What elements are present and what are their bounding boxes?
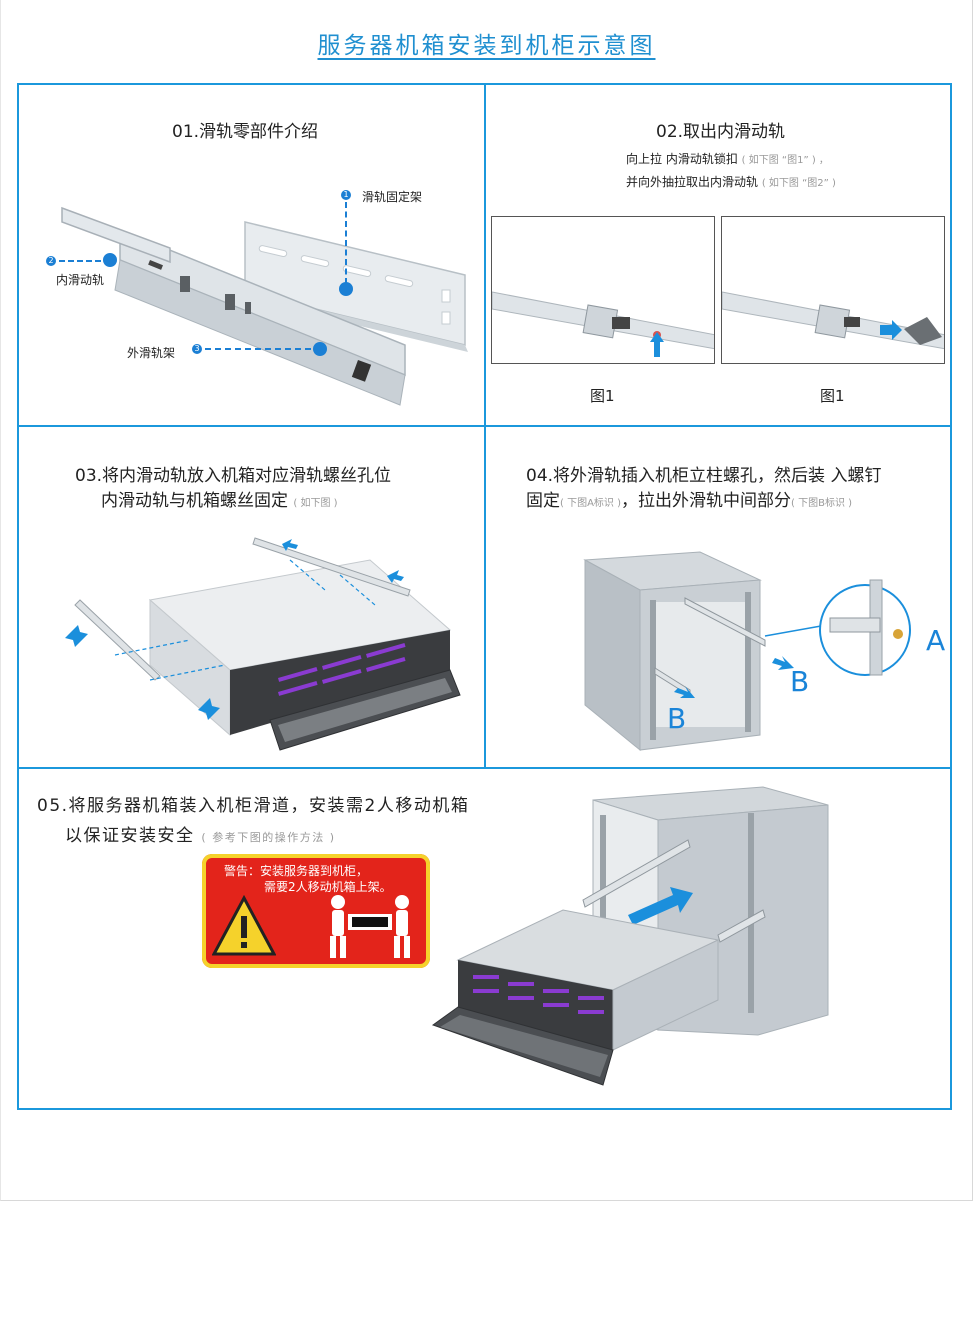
step-04-title-line2: 固定( 下图A标识 )，拉出外滑轨中间部分( 下图B标识 ) — [526, 486, 852, 511]
figure-1-caption: 图1 — [590, 387, 615, 405]
callout-1-dot — [339, 282, 353, 296]
step-02-line1: 向上拉 内滑动轨锁扣 ( 如下图 “图1” ) ， — [626, 150, 829, 167]
step-05-line2-note: ( 参考下图的操作方法 ) — [201, 831, 336, 844]
photo-figure-1 — [491, 216, 715, 364]
photo-figure-2 — [721, 216, 945, 364]
warning-sign: 警告：安装服务器到机柜， 需要2人移动机箱上架。 — [202, 854, 430, 968]
server-into-cabinet-illustration — [431, 786, 829, 1086]
chassis-rail-illustration — [65, 537, 461, 751]
callout-1-marker: 1 — [341, 190, 351, 200]
divider-row1 — [18, 425, 951, 427]
warning-line1: 警告：安装服务器到机柜， — [224, 864, 369, 878]
two-person-lift-icon — [330, 895, 410, 958]
callout-fixed-bracket-label: 滑轨固定架 — [362, 190, 423, 204]
page-title: 服务器机箱安装到机柜示意图 — [317, 33, 656, 59]
label-b-right: B — [790, 665, 810, 698]
step-03-title-line1: 03.将内滑动轨放入机箱对应滑轨螺丝孔位 — [75, 466, 392, 486]
step-02-line1-note: ( 如下图 “图1” ) ， — [741, 155, 829, 166]
cabinet-rail-illustration — [583, 551, 911, 752]
step-05-title-line1: 05.将服务器机箱装入机柜滑道，安装需2人移动机箱 — [37, 796, 470, 816]
step-04-note-b: ( 下图B标识 ) — [791, 498, 853, 509]
step-01-title: 01.滑轨零部件介绍 — [172, 122, 319, 142]
callout-inner-rail-label: 内滑动轨 — [56, 273, 105, 287]
step-04-title-line1: 04.将外滑轨插入机柜立柱螺孔，然后装 入螺钉 — [526, 466, 882, 486]
callout-3-marker: 3 — [192, 344, 202, 354]
callout-outer-rail-label: 外滑轨架 — [127, 346, 176, 360]
callout-3-dot — [313, 342, 327, 356]
warning-line2: 需要2人移动机箱上架。 — [264, 880, 392, 894]
step-05-line2-text: 以保证安装安全 — [65, 826, 195, 846]
callout-2-marker: 2 — [46, 256, 56, 266]
rail-parts-illustration — [61, 206, 468, 406]
step-02-line2: 并向外抽拉取出内滑动轨 ( 如下图 “图2” ) — [626, 173, 836, 190]
step-04-line2a: 固定 — [526, 491, 560, 511]
label-b-left: B — [667, 702, 687, 735]
step-02-line2-note: ( 如下图 “图2” ) — [761, 178, 836, 189]
step-04-note-a: ( 下图A标识 ) — [560, 498, 622, 509]
callout-3-leader — [205, 348, 311, 350]
callout-2-dot — [103, 253, 117, 267]
figure-2-caption: 图1 — [820, 387, 845, 405]
warning-triangle-icon — [212, 894, 276, 956]
callout-2-leader — [59, 260, 101, 262]
step-03-line2-text: 内滑动轨与机箱螺丝固定 — [101, 491, 288, 511]
step-04-line2b: ，拉出外滑轨中间部分 — [621, 491, 792, 511]
step-02-line1-text: 向上拉 内滑动轨锁扣 — [626, 152, 738, 166]
divider-row2 — [18, 767, 951, 769]
step-03-title-line2: 内滑动轨与机箱螺丝固定 ( 如下图 ) — [101, 486, 338, 511]
step-02-title: 02.取出内滑动轨 — [656, 122, 786, 142]
label-a: A — [926, 624, 946, 657]
step-03-line2-note: ( 如下图 ) — [293, 498, 338, 509]
step-02-line2-text: 并向外抽拉取出内滑动轨 — [626, 175, 759, 189]
callout-1-leader — [345, 202, 347, 284]
step-05-title-line2: 以保证安装安全 ( 参考下图的操作方法 ) — [65, 821, 335, 846]
